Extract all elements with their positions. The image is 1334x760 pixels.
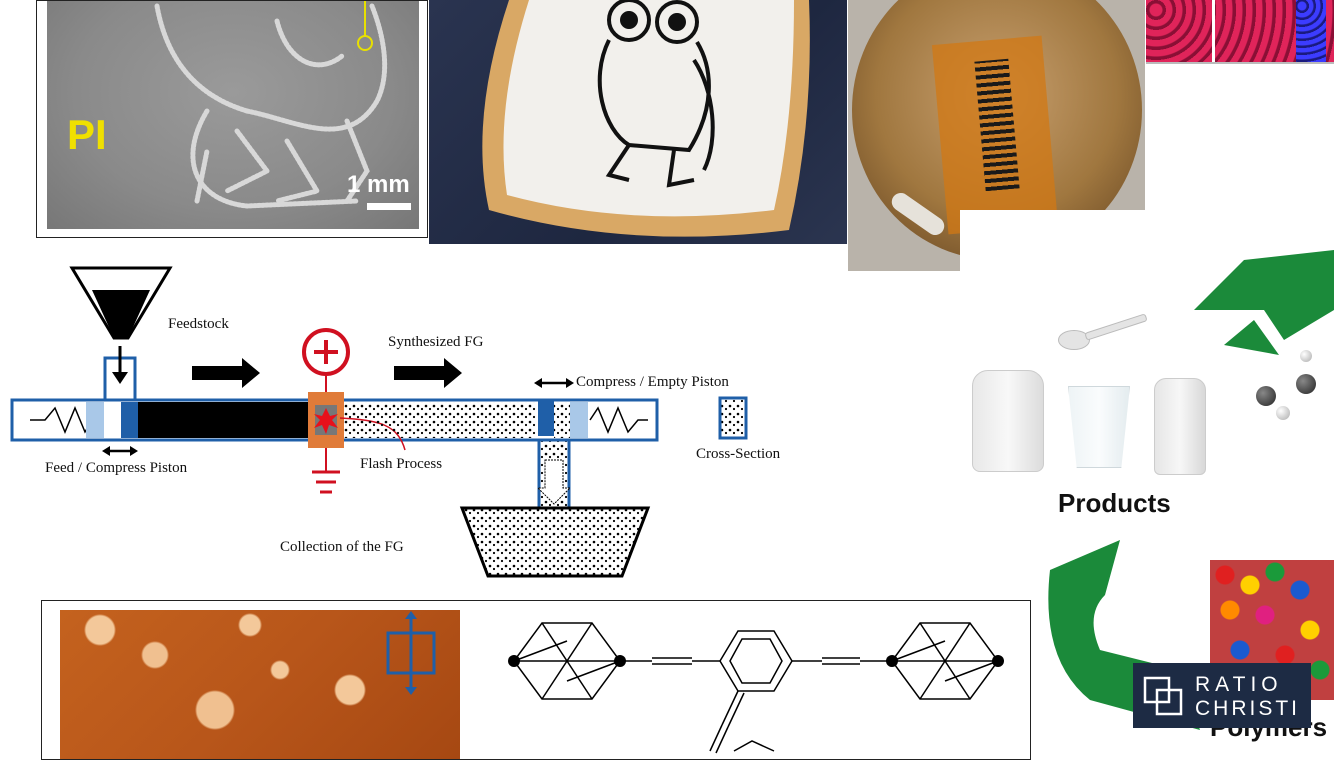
flash-graphene-diagram (10, 266, 748, 578)
molecule-ball (1296, 374, 1316, 394)
synthesized-label: Synthesized FG (388, 334, 484, 350)
collection-label: Collection of the FG (280, 539, 404, 555)
spoon-image (1058, 330, 1090, 350)
recycling-panel: Products Polymers (960, 210, 1334, 750)
logo-line2: CHRISTI (1195, 697, 1300, 720)
owl-sem-drawing (154, 1, 388, 209)
molecule-ball (1300, 350, 1312, 362)
molecule-ball (1276, 406, 1290, 420)
carborane-structure (508, 622, 1004, 754)
stm-image (60, 610, 460, 759)
milk-jug-image (972, 370, 1044, 472)
recycle-arrow-top (1194, 250, 1334, 355)
bottle-image (1154, 378, 1206, 475)
ratio-christi-logo: RATIO CHRISTI (1133, 663, 1311, 728)
flash-process-label: Flash Process (360, 456, 443, 472)
bottom-figure-panel (41, 600, 1031, 760)
logo-mark-icon (1143, 676, 1183, 716)
owl-toast-image (429, 0, 847, 244)
scale-bar-label: 1 mm (347, 171, 410, 198)
stm-marker (386, 611, 436, 695)
plastic-cup-image (1068, 386, 1130, 468)
owl-sem-panel: PI 1 mm (36, 0, 428, 238)
toast-drawing (482, 0, 810, 237)
feed-compress-label: Feed / Compress Piston (45, 460, 188, 476)
feedstock-label: Feedstock (168, 316, 229, 332)
scale-bar (367, 203, 411, 210)
cross-section-label: Cross-Section (696, 446, 781, 462)
products-label: Products (1058, 488, 1171, 518)
logo-line1: RATIO (1195, 673, 1283, 696)
material-label: PI (67, 111, 107, 158)
molecule-ball (1256, 386, 1276, 406)
compress-empty-label: Compress / Empty Piston (576, 374, 729, 390)
owl-sem-image: PI 1 mm (47, 1, 419, 229)
molecule-spheres-image (1146, 0, 1334, 64)
